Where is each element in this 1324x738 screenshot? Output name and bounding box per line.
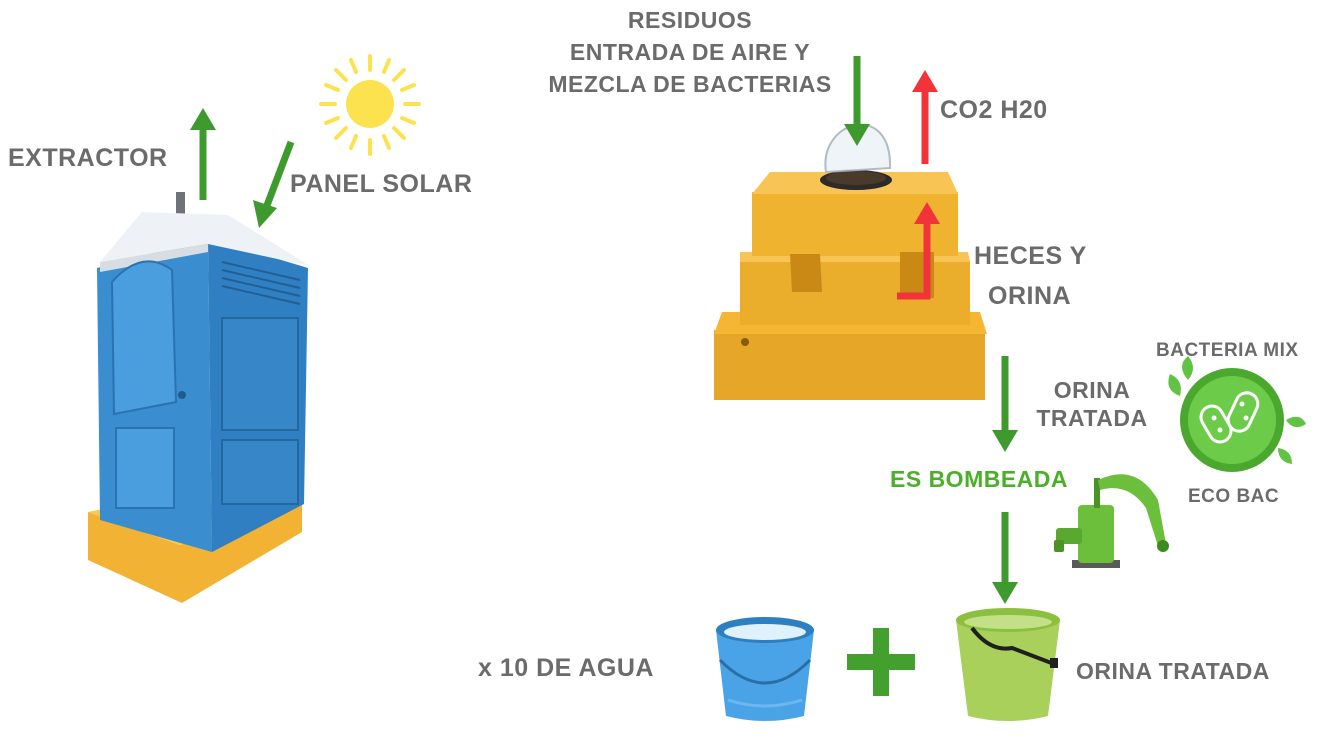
hand-pump-icon — [1054, 474, 1169, 568]
plus-icon — [847, 628, 915, 696]
pumped-label: ES BOMBEADA — [890, 466, 1069, 492]
feces-urine-arrow — [897, 202, 940, 300]
gas-output-arrow — [912, 70, 938, 164]
feces-label-line-2: ORINA — [988, 282, 1072, 310]
treated-urine-bucket-label: ORINA TRATADA — [1076, 658, 1270, 684]
waste-label-line-3: MEZCLA DE BACTERIAS — [548, 71, 832, 97]
feces-urine-label: HECES Y ORINA — [974, 236, 1087, 316]
water-ratio-label: x 10 DE AGUA — [478, 654, 654, 682]
treated-urine-line-2: TRATADA — [1036, 405, 1148, 431]
waste-label-line-1: RESIDUOS — [627, 7, 753, 33]
water-bucket-icon — [716, 617, 814, 721]
waste-label-line-2: ENTRADA DE AIRE Y — [569, 39, 811, 65]
extractor-arrow — [190, 108, 216, 200]
bacteria-badge-icon — [1168, 356, 1306, 472]
feces-label-line-1: HECES Y — [974, 242, 1087, 270]
extractor-label: EXTRACTOR — [8, 144, 168, 172]
treated-urine-label: ORINA TRATADA — [1024, 376, 1160, 432]
urine-bucket-icon — [956, 608, 1060, 721]
solar-arrow — [253, 140, 295, 228]
gases-label: CO2 H20 — [940, 96, 1048, 124]
treated-urine-arrow — [992, 356, 1018, 452]
pumped-arrow — [992, 512, 1018, 604]
sun-icon — [319, 54, 421, 156]
eco-bac-label: ECO BAC — [1188, 486, 1280, 507]
treated-urine-line-1: ORINA — [1053, 377, 1131, 403]
solar-panel-label: PANEL SOLAR — [290, 170, 473, 198]
portable-toilet-icon — [88, 192, 310, 603]
composting-toilet-icon — [714, 123, 987, 400]
waste-input-arrow — [844, 56, 870, 146]
waste-input-label: RESIDUOS ENTRADA DE AIRE Y MEZCLA DE BAC… — [530, 4, 850, 100]
bacteria-mix-label: BACTERIA MIX — [1156, 340, 1299, 361]
